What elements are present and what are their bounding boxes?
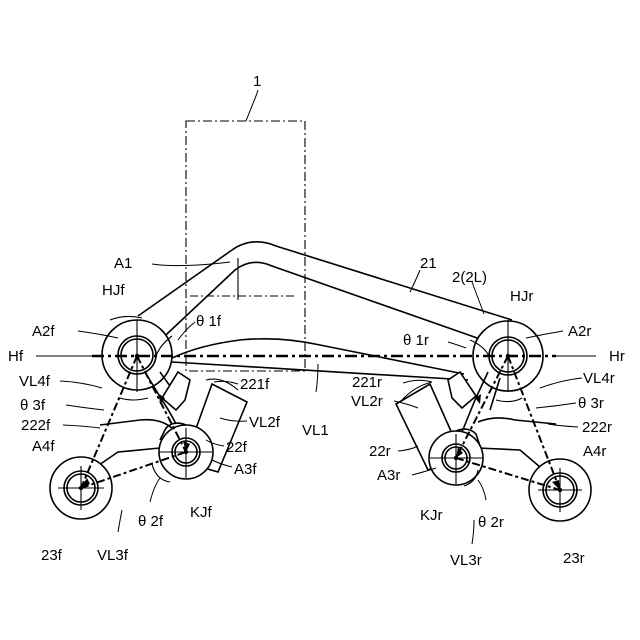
kjf-dot bbox=[184, 450, 188, 454]
label-222f: 222f bbox=[21, 417, 51, 434]
label-23f: 23f bbox=[41, 547, 63, 564]
label-222r: 222r bbox=[582, 419, 612, 436]
main-arm-21 bbox=[138, 242, 512, 380]
label-hr: Hr bbox=[609, 348, 625, 365]
label-a3f: A3f bbox=[234, 461, 257, 478]
label-theta1r: θ 1r bbox=[403, 332, 429, 349]
label-a4r: A4r bbox=[583, 443, 606, 460]
a1-leader bbox=[152, 262, 230, 266]
label-a3r: A3r bbox=[377, 467, 400, 484]
label-theta3f: θ 3f bbox=[20, 397, 46, 414]
label-kjr: KJr bbox=[420, 507, 443, 524]
label-vl2f: VL2f bbox=[249, 414, 281, 431]
label-vl4r: VL4r bbox=[583, 370, 615, 387]
label-theta3r: θ 3r bbox=[578, 395, 604, 412]
hjf-dot bbox=[135, 354, 139, 358]
label-22f: 22f bbox=[226, 439, 248, 456]
label-vl3r: VL3r bbox=[450, 552, 482, 569]
label-vl2r: VL2r bbox=[351, 393, 383, 410]
label-221r: 221r bbox=[352, 374, 382, 391]
label-1: 1 bbox=[253, 73, 261, 90]
label-kjf: KJf bbox=[190, 504, 213, 521]
label-theta2f: θ 2f bbox=[138, 513, 164, 530]
21-leader bbox=[410, 270, 420, 292]
hjr-dot bbox=[506, 354, 510, 358]
label-hjf: HJf bbox=[102, 282, 125, 299]
label-vl3f: VL3f bbox=[97, 547, 129, 564]
label-vl1: VL1 bbox=[302, 422, 329, 439]
a4f-dot bbox=[79, 486, 83, 490]
label-a1: A1 bbox=[114, 255, 132, 272]
label-a2f: A2f bbox=[32, 323, 55, 340]
label-221f: 221f bbox=[240, 376, 270, 393]
kjr-dot bbox=[454, 456, 458, 460]
label-23r: 23r bbox=[563, 550, 585, 567]
label-hf: Hf bbox=[8, 348, 24, 365]
label-2-2l: 2(2L) bbox=[452, 269, 487, 286]
label-hjr: HJr bbox=[510, 288, 533, 305]
label-21: 21 bbox=[420, 255, 437, 272]
label-22r: 22r bbox=[369, 443, 391, 460]
label-a2r: A2r bbox=[568, 323, 591, 340]
a4r-dot bbox=[558, 488, 562, 492]
label-a4f: A4f bbox=[32, 438, 55, 455]
label-theta2r: θ 2r bbox=[478, 514, 504, 531]
label-vl4f: VL4f bbox=[19, 373, 51, 390]
label-theta1f: θ 1f bbox=[196, 313, 222, 330]
